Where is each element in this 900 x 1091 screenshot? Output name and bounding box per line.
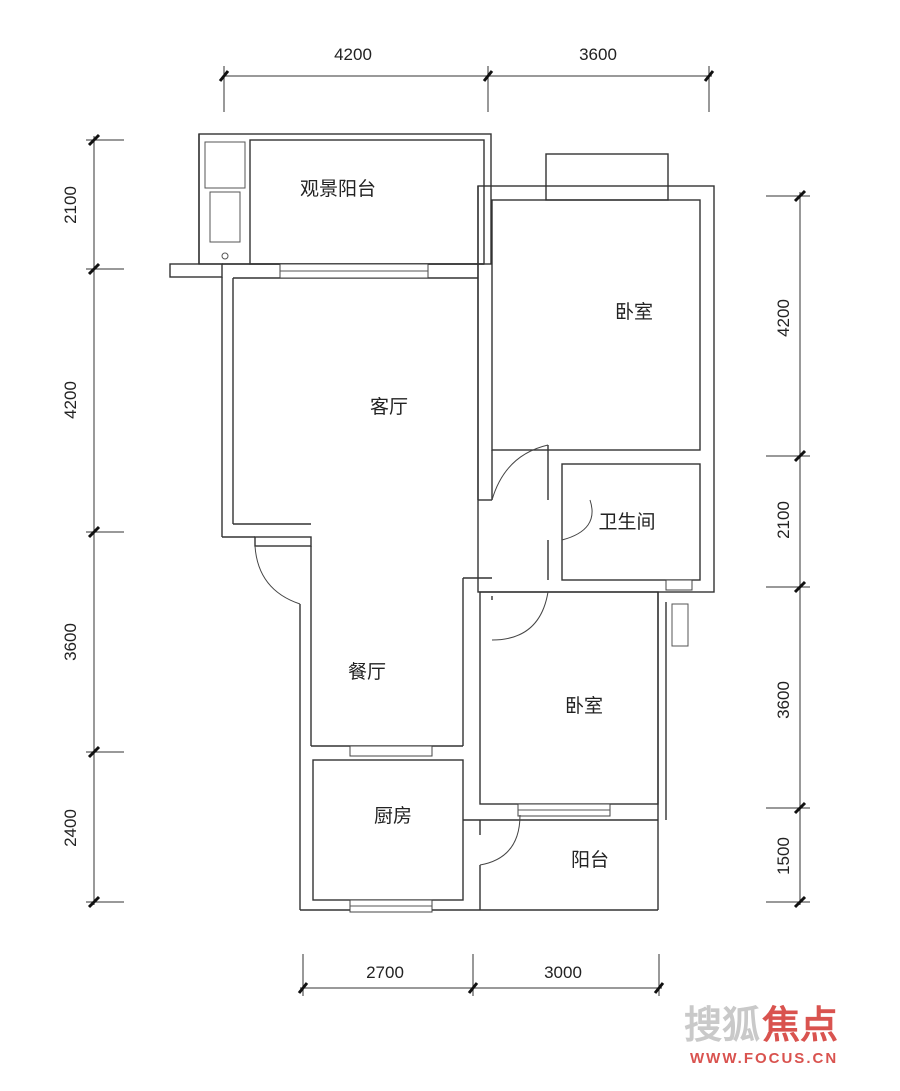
room-label-bathroom: 卫生间 <box>598 511 655 533</box>
dim-top-1: 4200 <box>334 45 372 64</box>
dim-top-2: 3600 <box>579 45 617 64</box>
watermark-url: WWW.FOCUS.CN <box>690 1050 838 1067</box>
focus-watermark: 搜狐 焦点 WWW.FOCUS.CN <box>684 1003 838 1067</box>
room-label-bedroom-1: 卧室 <box>615 301 653 323</box>
dim-left-1: 2100 <box>61 186 80 224</box>
room-label-balcony: 阳台 <box>571 849 609 871</box>
dim-left-3: 3600 <box>61 623 80 661</box>
room-label-dining-room: 餐厅 <box>348 661 386 683</box>
room-label-kitchen: 厨房 <box>374 805 412 827</box>
dim-left-2: 4200 <box>61 381 80 419</box>
dim-left-4: 2400 <box>61 809 80 847</box>
top-dimension: 4200 3600 <box>218 45 715 112</box>
bottom-dimension: 2700 3000 <box>297 954 665 996</box>
dim-right-4: 1500 <box>774 837 793 875</box>
right-dimension: 4200 2100 3600 1500 <box>766 189 810 909</box>
watermark-brand-cn: 搜狐 <box>684 1003 760 1047</box>
dim-right-1: 4200 <box>774 299 793 337</box>
room-labels: 观景阳台 卧室 客厅 卫生间 餐厅 卧室 厨房 阳台 <box>300 178 656 871</box>
room-label-bedroom-2: 卧室 <box>565 695 603 717</box>
left-dimension: 2100 4200 3600 2400 <box>61 133 124 909</box>
room-label-view-balcony: 观景阳台 <box>300 178 376 200</box>
dim-right-2: 2100 <box>774 501 793 539</box>
dim-right-3: 3600 <box>774 681 793 719</box>
watermark-brand-jd: 焦点 <box>762 1003 838 1047</box>
dim-bottom-1: 2700 <box>366 963 404 982</box>
windows <box>279 263 693 913</box>
doors <box>254 444 593 866</box>
room-label-living-room: 客厅 <box>370 396 408 418</box>
dim-bottom-2: 3000 <box>544 963 582 982</box>
